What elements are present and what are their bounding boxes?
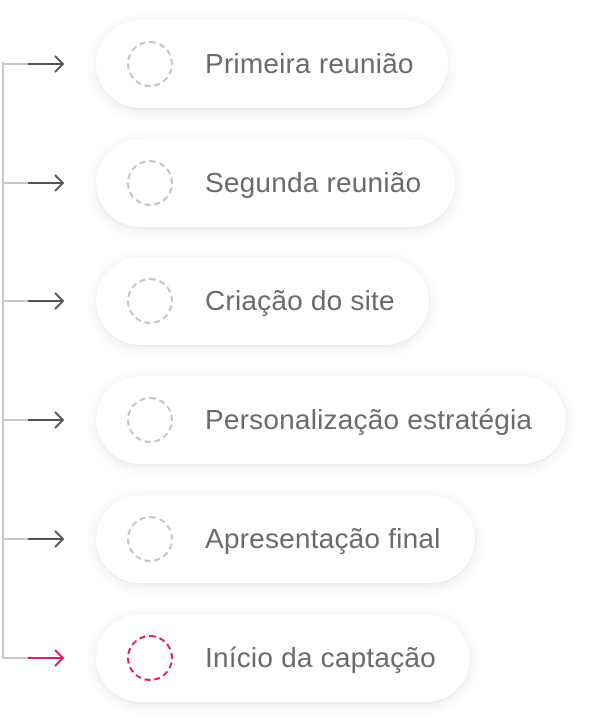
step-pill-apresentacao-final[interactable]: Apresentação final	[96, 495, 475, 583]
step-pill-personalizacao-estrategia[interactable]: Personalização estratégia	[96, 376, 567, 464]
step-pill-criacao-do-site[interactable]: Criação do site	[96, 257, 429, 345]
dashed-circle-icon	[127, 41, 173, 87]
step-pill-primeira-reuniao[interactable]: Primeira reunião	[96, 20, 448, 108]
step-pill-segunda-reuniao[interactable]: Segunda reunião	[96, 139, 456, 227]
step-connector	[2, 292, 65, 310]
step-pill-inicio-da-captacao[interactable]: Início da captação	[96, 614, 470, 702]
step-item: Primeira reunião	[0, 20, 612, 108]
timeline-rail	[2, 62, 4, 659]
arrow-right-icon	[28, 411, 65, 429]
arrow-right-icon	[28, 55, 65, 73]
arrow-right-icon	[28, 649, 65, 667]
step-label: Personalização estratégia	[205, 404, 533, 435]
arrow-right-icon	[28, 174, 65, 192]
dashed-circle-icon	[127, 516, 173, 562]
step-label: Apresentação final	[205, 523, 441, 554]
step-label: Primeira reunião	[205, 48, 414, 79]
step-connector	[2, 174, 65, 192]
dashed-circle-icon	[127, 160, 173, 206]
step-item: Personalização estratégia	[0, 376, 612, 464]
step-item: Início da captação	[0, 614, 612, 702]
step-label: Segunda reunião	[205, 167, 422, 198]
step-label: Criação do site	[205, 285, 395, 316]
step-item: Criação do site	[0, 257, 612, 345]
step-item: Apresentação final	[0, 495, 612, 583]
arrow-right-icon	[28, 292, 65, 310]
dashed-circle-icon	[127, 635, 173, 681]
dashed-circle-icon	[127, 397, 173, 443]
step-connector	[2, 649, 65, 667]
step-connector	[2, 530, 65, 548]
step-connector	[2, 55, 65, 73]
step-label: Início da captação	[205, 642, 436, 673]
arrow-right-icon	[28, 530, 65, 548]
dashed-circle-icon	[127, 278, 173, 324]
step-connector	[2, 411, 65, 429]
step-item: Segunda reunião	[0, 139, 612, 227]
